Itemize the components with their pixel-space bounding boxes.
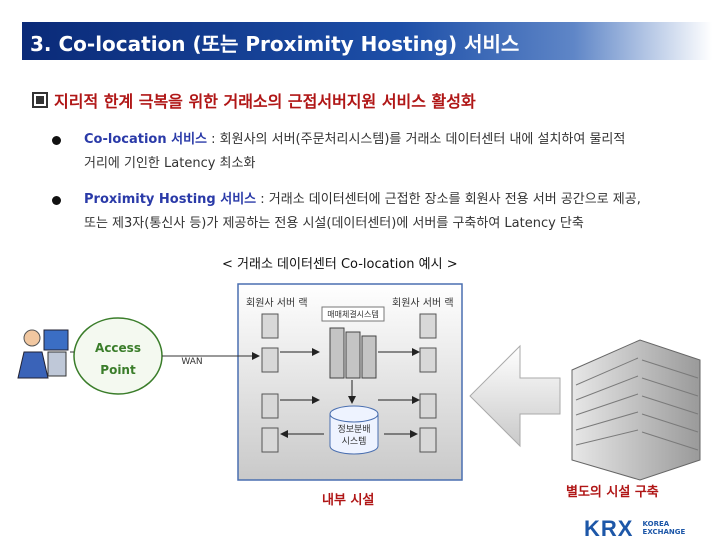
- trading-system-servers: [329, 327, 377, 379]
- bullet-proximity: Proximity Hosting 서비스 : 거래소 데이터센터에 근접한 장…: [52, 188, 710, 236]
- bullet-dot-icon: [52, 136, 61, 145]
- page-title: 3. Co-location (또는 Proximity Hosting) 서비…: [30, 32, 520, 56]
- bullet-desc-cont: 또는 제3자(통신사 등)가 제공하는 전용 시설(데이터센터)에 서버를 구축…: [84, 216, 584, 231]
- bullet-line: Co-location 서비스 : 회원사의 서버(주문처리시스템)를 거래소 …: [62, 128, 710, 152]
- section-heading: 지리적 한계 극복을 위한 거래소의 근접서버지원 서비스 활성화: [32, 88, 476, 112]
- trading-system-label: 매매체결시스템: [327, 309, 379, 319]
- bullet-dot-icon: [52, 196, 61, 205]
- logo-mark: KRX: [584, 516, 634, 541]
- section-heading-text: 지리적 한계 극복을 위한 거래소의 근접서버지원 서비스 활성화: [54, 92, 476, 111]
- access-point-circle: [73, 317, 163, 395]
- building-icon: [571, 339, 701, 481]
- member-rack-left-label: 회원사 서버 랙: [246, 297, 308, 309]
- bullet-term: Proximity Hosting 서비스: [84, 192, 257, 207]
- external-facility-label: 별도의 시설 구축: [566, 485, 659, 500]
- logo-sub: KOREA EXCHANGE: [643, 520, 686, 536]
- logo-sub-1: KOREA: [642, 520, 670, 528]
- logo-sub-2: EXCHANGE: [642, 528, 686, 536]
- member-rack-right-label: 회원사 서버 랙: [392, 297, 454, 309]
- bullet-term: Co-location 서비스: [84, 132, 207, 147]
- title-bar: [22, 22, 712, 60]
- info-system-label-1: 정보분배: [337, 424, 370, 435]
- trading-system-label-box: [321, 306, 385, 322]
- internal-facility-label: 내부 시설: [322, 493, 375, 508]
- external-arrow-icon: [469, 344, 561, 448]
- bullet-desc: : 거래소 데이터센터에 근접한 장소를 회원사 전용 서버 공간으로 제공,: [256, 192, 641, 207]
- bullet-desc-cont: 거리에 기인한 Latency 최소화: [84, 156, 256, 171]
- checkbox-square-icon: [32, 92, 48, 108]
- bullet-line: Proximity Hosting 서비스 : 거래소 데이터센터에 근접한 장…: [62, 188, 710, 212]
- wan-label-box: [172, 354, 212, 368]
- info-system-label-2: 시스템: [342, 435, 367, 447]
- wan-label: WAN: [181, 357, 202, 367]
- diagram-caption: < 거래소 데이터센터 Co-location 예시 >: [222, 257, 458, 272]
- colocation-diagram: 회원사 서버 랙 회원사 서버 랙 매매체결시스템 정보분배 시스템: [17, 283, 701, 481]
- user-computer-icon: [17, 329, 69, 379]
- member-servers-left: [261, 313, 279, 453]
- access-point-label-1: Access: [95, 341, 141, 355]
- krx-logo: KRX KOREA EXCHANGE: [584, 516, 685, 542]
- info-distribution-system: [329, 405, 379, 455]
- bullet-colocation: Co-location 서비스 : 회원사의 서버(주문처리시스템)를 거래소 …: [52, 128, 710, 176]
- bullet-desc: : 회원사의 서버(주문처리시스템)를 거래소 데이터센터 내에 설치하여 물리…: [207, 132, 626, 147]
- access-point-label-2: Point: [100, 363, 136, 377]
- member-servers-right: [419, 313, 437, 453]
